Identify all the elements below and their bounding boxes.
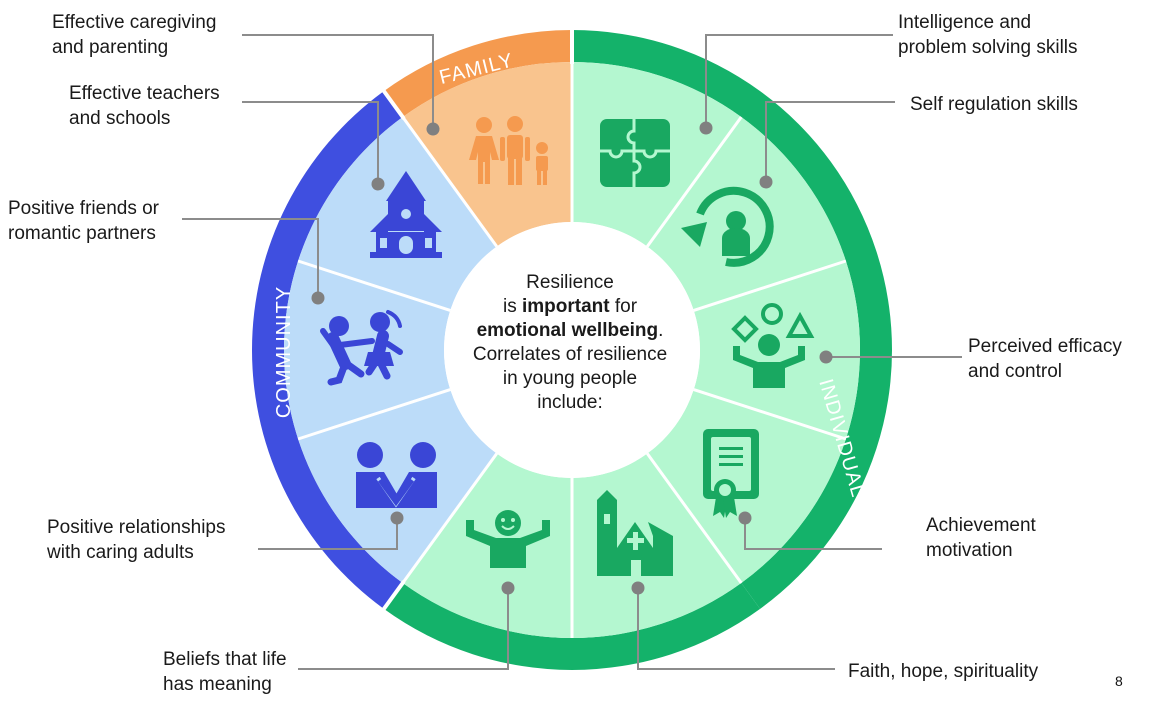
community-ring-band <box>251 91 403 609</box>
sector-dividers <box>297 28 847 638</box>
callout-beliefs: Beliefs that life has meaning <box>163 649 287 695</box>
center-emphasis-wellbeing: emotional wellbeing <box>476 320 659 341</box>
center-circle <box>444 222 700 478</box>
sector-divider <box>646 116 743 248</box>
callout-efficacy: Perceived efficacy and control <box>968 336 1122 382</box>
leader-friends <box>182 218 319 298</box>
certificate-icon <box>703 429 759 518</box>
leader-lines <box>182 34 962 670</box>
sector-divider <box>297 259 451 312</box>
center-line-5: in young people <box>502 368 638 389</box>
dot-faith <box>631 581 645 595</box>
ring-divider <box>381 88 406 120</box>
leader-beliefs <box>298 588 509 670</box>
friends-icon <box>320 310 403 386</box>
sector-divider <box>693 388 847 441</box>
dot-intelligence <box>699 121 713 135</box>
family-ring-band <box>383 30 572 118</box>
leader-relationships <box>258 518 398 550</box>
family-icon <box>469 116 548 185</box>
callout-dots <box>311 121 833 595</box>
center-emphasis-important: important <box>521 296 610 317</box>
outer-ring <box>251 30 893 670</box>
callout-teachers: Effective teachers and schools <box>69 83 220 129</box>
center-line-1: Resilience <box>526 272 614 293</box>
center-line-3: emotional wellbeing. <box>476 320 664 341</box>
self-regulation-icon <box>681 186 774 267</box>
individual-ring-band-bottom <box>383 582 761 670</box>
callout-intelligence: Intelligence and problem solving skills <box>898 12 1078 58</box>
sector-divider <box>401 452 498 584</box>
callout-faith: Faith, hope, spirituality <box>848 661 1039 682</box>
callout-caregiving: Effective caregiving and parenting <box>52 12 217 58</box>
sector-self-regulation <box>647 117 846 311</box>
center-line-4: Correlates of resilience <box>472 344 668 365</box>
sector-divider <box>401 116 498 248</box>
center-line-6: include: <box>537 392 603 413</box>
dot-achievement <box>738 511 752 525</box>
callout-friends: Positive friends or romantic partners <box>8 198 160 244</box>
dot-caregiving <box>426 122 440 136</box>
dot-friends <box>311 291 325 305</box>
school-icon <box>370 171 442 258</box>
leader-teachers <box>242 101 379 184</box>
puzzle-icon <box>600 119 670 187</box>
happy-person-icon <box>466 510 550 568</box>
callout-relationships: Positive relationships with caring adult… <box>47 517 226 563</box>
ring-label-community: COMMUNITY <box>273 286 295 418</box>
callout-self-regulation: Self regulation skills <box>910 94 1078 115</box>
dot-beliefs <box>501 581 515 595</box>
sector-friends <box>284 261 451 439</box>
center-line-2: is important for <box>502 296 638 317</box>
dot-efficacy <box>819 350 833 364</box>
caring-adults-icon <box>356 442 437 508</box>
sector-beliefs <box>402 453 572 638</box>
leader-intelligence <box>705 34 893 128</box>
sector-divider <box>693 259 847 312</box>
church-icon <box>597 490 673 576</box>
efficacy-shapes-icon <box>731 303 815 388</box>
dot-teachers <box>371 177 385 191</box>
sector-divider <box>297 388 451 441</box>
center-text: Resilience is important for emotional we… <box>455 271 685 415</box>
leader-selfreg <box>765 101 895 182</box>
sector-relationships <box>298 389 497 583</box>
ring-divider <box>381 580 406 612</box>
dot-selfreg <box>759 175 773 189</box>
leader-faith <box>637 588 835 670</box>
individual-ring-band <box>572 30 893 609</box>
callout-achievement: Achievement motivation <box>926 515 1036 561</box>
sector-divider <box>646 452 743 584</box>
dot-relationships <box>390 511 404 525</box>
page-number: 8 <box>1115 673 1123 689</box>
leader-achievement <box>744 518 882 550</box>
leader-caregiving <box>242 34 434 129</box>
